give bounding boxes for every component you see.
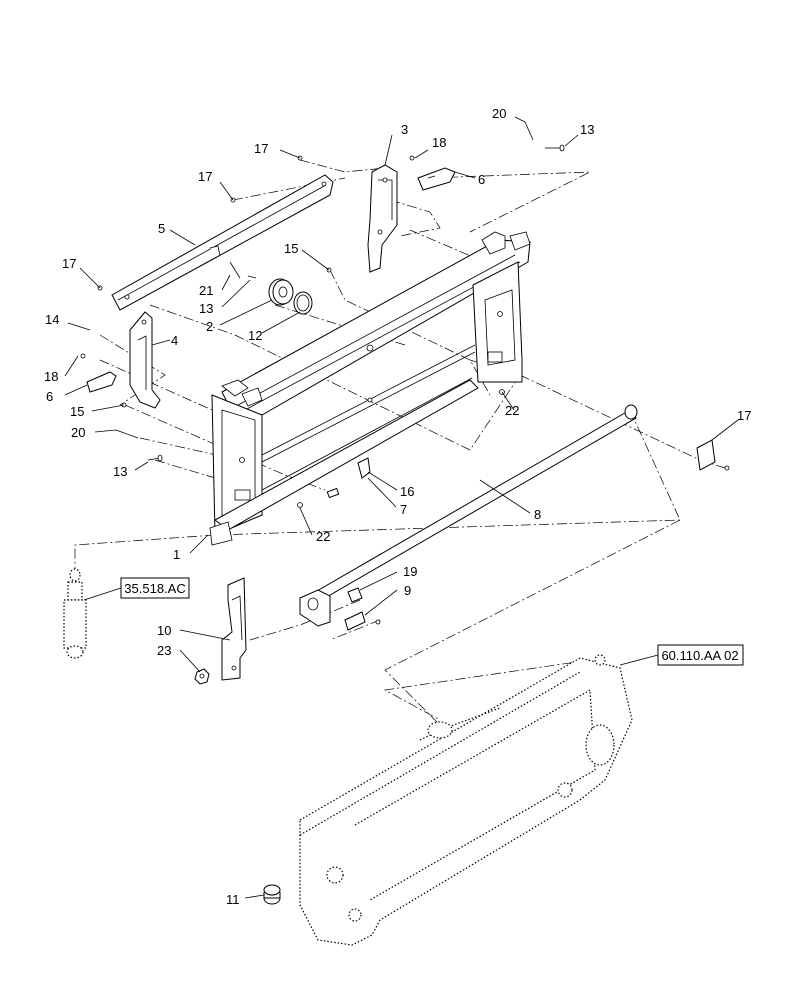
part-2-pulley (268, 278, 294, 306)
callout-numbers: 3 18 6 20 13 17 17 5 17 15 21 13 2 12 14… (44, 106, 751, 907)
part-7-small-clip (357, 457, 371, 479)
part-19-fitting (347, 587, 363, 603)
part-10-vertical-bracket (221, 577, 247, 681)
callout-13-upper: 13 (580, 122, 594, 137)
part-17-right-clip (696, 439, 730, 471)
callout-2: 2 (206, 319, 213, 334)
callout-17-mid: 17 (198, 169, 212, 184)
callout-17-left: 17 (62, 256, 76, 271)
callout-20-upper: 20 (492, 106, 506, 121)
part-6-lower-plate (86, 371, 117, 393)
reference-cylinder-label: 35.518.AC (124, 581, 185, 596)
fasteners (80, 121, 565, 508)
callout-14: 14 (45, 312, 59, 327)
callout-23: 23 (157, 643, 171, 658)
part-9-rod-bracket (299, 589, 381, 631)
ghost-boom-assembly (299, 654, 633, 946)
callout-22-right: 22 (505, 403, 519, 418)
part-1-main-frame (209, 231, 531, 546)
part-3-upper-bracket (367, 164, 398, 273)
callout-11: 11 (226, 892, 240, 907)
callout-6-upper: 6 (478, 172, 485, 187)
callout-1: 1 (173, 547, 180, 562)
callout-18-lower: 18 (44, 369, 58, 384)
callout-17-right: 17 (737, 408, 751, 423)
callout-4: 4 (171, 333, 178, 348)
callout-13-lower: 13 (113, 464, 127, 479)
callout-3: 3 (401, 122, 408, 137)
part-4-side-bracket (129, 311, 161, 409)
part-23-nut (194, 668, 210, 685)
reference-box-boom: 60.110.AA 02 (657, 644, 744, 666)
callout-7: 7 (400, 502, 407, 517)
part-8-long-rod (309, 404, 638, 603)
callout-8: 8 (534, 507, 541, 522)
callout-17-top: 17 (254, 141, 268, 156)
callout-15-upper: 15 (284, 241, 298, 256)
ghost-hydraulic-cylinder (63, 568, 87, 659)
callout-19: 19 (403, 564, 417, 579)
part-12-clip-ring (293, 291, 313, 315)
part-16-pin (326, 487, 340, 499)
callout-10: 10 (157, 623, 171, 638)
reference-boom-label: 60.110.AA 02 (661, 648, 738, 663)
assembly-lines (74, 159, 726, 726)
part-5-mounting-strip (111, 174, 334, 311)
part-11-bushing (263, 884, 281, 905)
callout-12: 12 (248, 328, 262, 343)
callout-20-lower: 20 (71, 425, 85, 440)
callout-22-lower: 22 (316, 529, 330, 544)
callout-16: 16 (400, 484, 414, 499)
callout-9: 9 (404, 583, 411, 598)
callout-18-upper: 18 (432, 135, 446, 150)
callout-15-lower: 15 (70, 404, 84, 419)
callout-13-mid: 13 (199, 301, 213, 316)
leader-lines (64, 116, 739, 899)
callout-5: 5 (158, 221, 165, 236)
callout-6-lower: 6 (46, 389, 53, 404)
reference-box-cylinder: 35.518.AC (120, 577, 190, 599)
callout-21: 21 (199, 283, 213, 298)
part-6-upper-plate (417, 167, 456, 191)
